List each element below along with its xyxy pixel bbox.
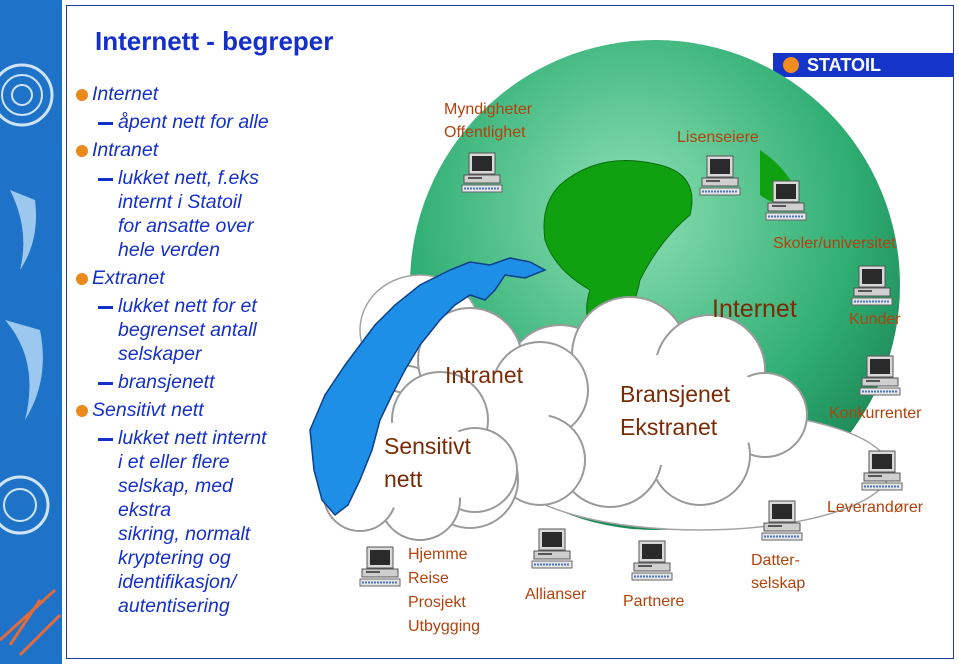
selskap-label: selskap (751, 575, 806, 592)
bullet-intranet: Intranet (76, 138, 158, 163)
offentlighet-label: Offentlighet (444, 124, 526, 141)
sub-bullet-cont: begrenset antall (118, 319, 257, 341)
bullet-dot-icon (76, 145, 88, 157)
partnere-label: Partnere (623, 593, 685, 610)
statoil-brand-bar: STATOIL (773, 53, 953, 77)
bullet-sensitivt-nett: Sensitivt nett (76, 398, 204, 423)
sub-bullet-cont: internt i Statoil (118, 191, 242, 213)
allianser-label: Allianser (525, 586, 587, 603)
statoil-logo-icon (783, 57, 799, 73)
decorative-sidebar (0, 0, 62, 664)
sub-bullet: lukket nett internt (98, 426, 267, 451)
sub-bullet: lukket nett for et (98, 294, 257, 319)
extranet-cloud-shape (504, 296, 808, 508)
computer-icon (631, 540, 673, 581)
myndigheter-label: Myndigheter (444, 101, 533, 118)
ekstranet-label: Ekstranet (620, 414, 718, 440)
prosjekt-label: Prosjekt (408, 594, 466, 611)
sub-bullet: bransjenett (98, 370, 214, 395)
sub-bullet-cont: kryptering og (118, 547, 231, 569)
kunder-label: Kunder (849, 311, 901, 328)
page-title: Internett - begreper (95, 26, 334, 56)
sub-bullet-cont: ekstra (118, 499, 172, 521)
reise-label: Reise (408, 570, 449, 587)
bullet-dot-icon (76, 89, 88, 101)
bullet-dot-icon (76, 405, 88, 417)
slide-frame (66, 5, 954, 659)
bullet-dot-icon (76, 273, 88, 285)
konkurrenter-label: Konkurrenter (829, 405, 922, 422)
utbygging-label: Utbygging (408, 618, 481, 635)
intranet-label: Intranet (445, 362, 523, 388)
bransjenet-label: Bransjenet (620, 381, 730, 407)
sub-bullet-cont: identifikasjon/ (118, 571, 237, 593)
computer-icon (359, 546, 401, 587)
sub-bullet-cont: selskap, med (118, 475, 233, 497)
sub-bullet-cont: hele verden (118, 239, 220, 261)
hjemme-label: Hjemme (408, 546, 468, 563)
sub-bullet-cont: sikring, normalt (118, 523, 251, 545)
sensitivt-label-2: nett (384, 466, 423, 492)
seashell-pattern-icon (0, 63, 62, 657)
internet-label: Internet (712, 295, 797, 323)
sub-bullet-cont: selskaper (118, 343, 202, 365)
norway-map-icon (309, 257, 547, 517)
sub-bullet-cont: for ansatte over (118, 215, 254, 237)
brand-name: STATOIL (807, 54, 881, 75)
bullet-extranet: Extranet (76, 266, 165, 291)
sub-bullet-cont: autentisering (118, 595, 230, 617)
bullet-internet: Internet (76, 82, 158, 107)
datter-label: Datter- (751, 552, 800, 569)
sub-bullet-cont: i et eller flere (118, 451, 230, 473)
sensitivt-label-1: Sensitivt (384, 433, 471, 459)
lisenseiere-label: Lisenseiere (677, 129, 759, 146)
leverandorer-label: Leverandører (827, 499, 924, 516)
sub-bullet: lukket nett, f.eks (98, 166, 259, 191)
computer-icon (531, 528, 573, 569)
skoler-label: Skoler/universitet (773, 235, 896, 252)
sub-bullet: åpent nett for alle (98, 110, 269, 135)
